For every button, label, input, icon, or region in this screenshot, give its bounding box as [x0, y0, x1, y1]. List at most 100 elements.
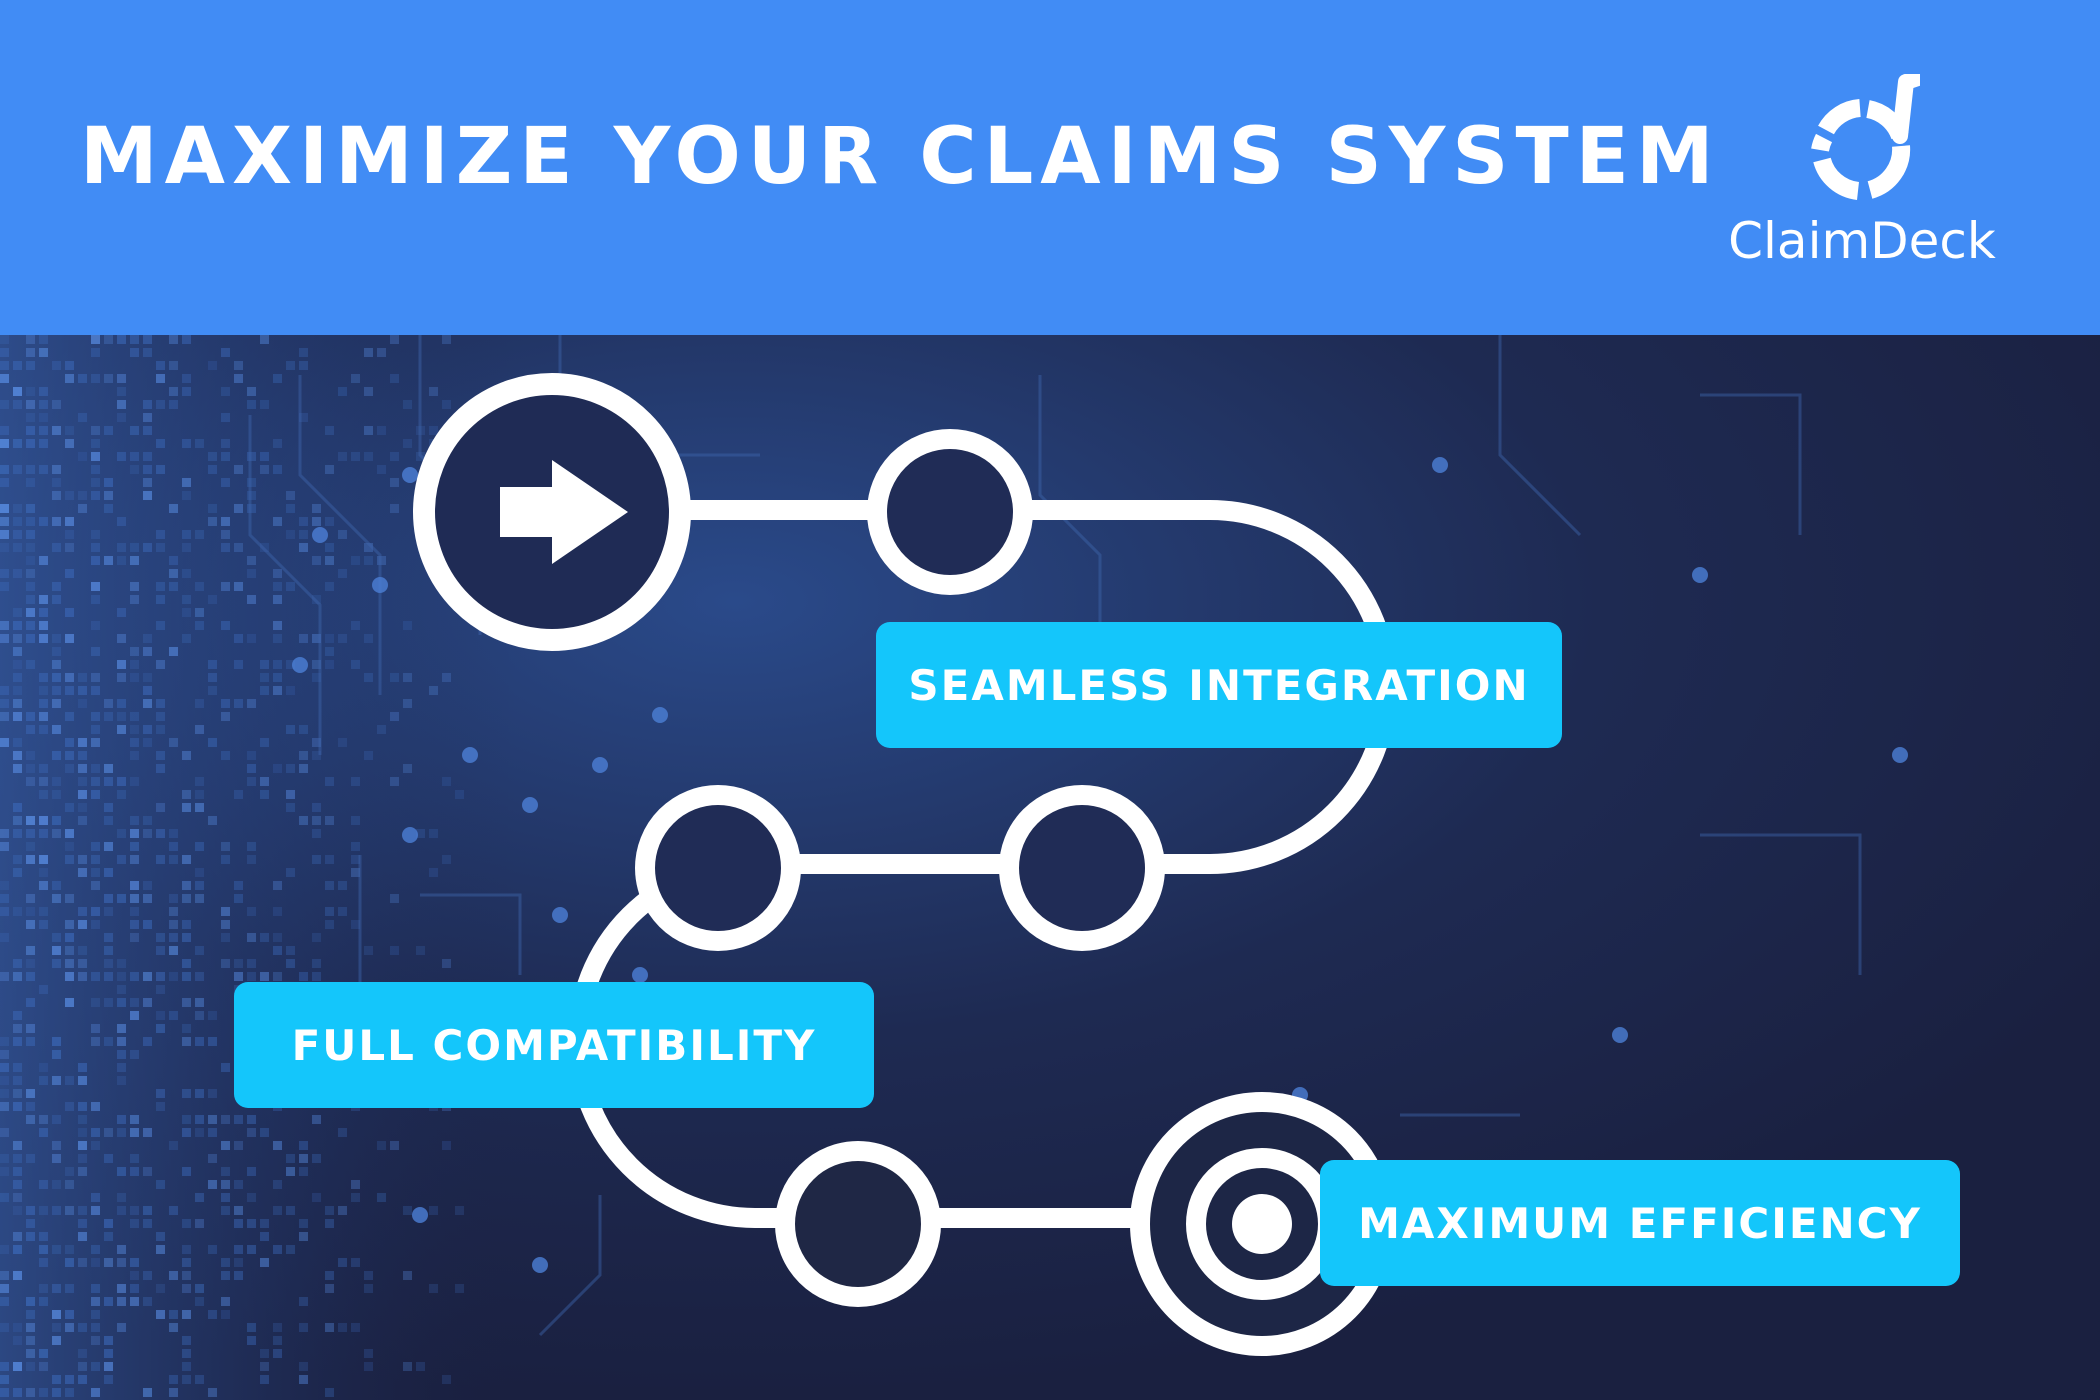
pixel-tile [403, 764, 412, 773]
pixel-tile [13, 530, 22, 539]
pixel-tile [91, 335, 100, 344]
pixel-tile [403, 673, 412, 682]
pixel-tile [104, 907, 113, 916]
pixel-tile [65, 751, 74, 760]
pixel-tile [0, 1284, 9, 1293]
pixel-tile [221, 530, 230, 539]
pixel-tile [117, 556, 126, 565]
pixel-tile [169, 855, 178, 864]
pixel-tile [208, 504, 217, 513]
pixel-tile [195, 1219, 204, 1228]
pixel-tile [65, 608, 74, 617]
pixel-tile [39, 764, 48, 773]
pixel-tile [143, 673, 152, 682]
pixel-tile [130, 725, 139, 734]
pixel-tile [91, 439, 100, 448]
pixel-tile [364, 387, 373, 396]
pixel-tile [156, 400, 165, 409]
pixel-tile [260, 738, 269, 747]
pixel-tile [234, 1245, 243, 1254]
pixel-tile [13, 387, 22, 396]
pixel-tile [13, 1102, 22, 1111]
pixel-tile [416, 829, 425, 838]
pixel-tile [130, 751, 139, 760]
pixel-tile [286, 686, 295, 695]
pixel-tile [156, 725, 165, 734]
pixel-tile [13, 1245, 22, 1254]
pixel-tile [13, 1037, 22, 1046]
pixel-tile [208, 465, 217, 474]
pixel-tile [13, 1089, 22, 1098]
pixel-tile [260, 452, 269, 461]
pixel-tile [325, 660, 334, 669]
pixel-tile [221, 387, 230, 396]
pixel-tile [65, 946, 74, 955]
pixel-tile [65, 673, 74, 682]
pixel-tile [13, 699, 22, 708]
pixel-tile [91, 1310, 100, 1319]
pixel-tile [195, 725, 204, 734]
pixel-tile [52, 751, 61, 760]
pixel-tile [143, 1128, 152, 1137]
pixel-tile [65, 439, 74, 448]
pixel-tile [351, 556, 360, 565]
pixel-tile [273, 1141, 282, 1150]
pixel-tile [364, 1349, 373, 1358]
pixel-tile [52, 725, 61, 734]
pixel-tile [234, 894, 243, 903]
pixel-tile [104, 374, 113, 383]
pixel-tile [13, 1063, 22, 1072]
pixel-tile [52, 1141, 61, 1150]
pixel-tile [260, 335, 269, 344]
pixel-tile [182, 543, 191, 552]
arrow-right-icon [500, 460, 628, 564]
pixel-tile [117, 400, 126, 409]
pixel-tile [403, 400, 412, 409]
pixel-tile [182, 1336, 191, 1345]
pixel-tile [182, 478, 191, 487]
pixel-tile [195, 868, 204, 877]
pixel-tile [130, 673, 139, 682]
pixel-tile [312, 1154, 321, 1163]
pixel-tile [299, 530, 308, 539]
pixel-tile [364, 426, 373, 435]
pixel-tile [312, 660, 321, 669]
pixel-tile [182, 803, 191, 812]
pixel-tile [455, 790, 464, 799]
pixel-tile [0, 686, 9, 695]
pixel-tile [91, 1037, 100, 1046]
pixel-tile [169, 1388, 178, 1397]
pixel-tile [182, 387, 191, 396]
pixel-tile [156, 465, 165, 474]
pixel-tile [65, 1102, 74, 1111]
pixel-tile [39, 1245, 48, 1254]
pixel-tile [325, 881, 334, 890]
pixel-tile [377, 426, 386, 435]
pixel-tile [117, 1037, 126, 1046]
pixel-tile [299, 725, 308, 734]
pixel-tile [52, 517, 61, 526]
pixel-tile [182, 530, 191, 539]
pixel-tile [273, 907, 282, 916]
pixel-tile [351, 842, 360, 851]
pixel-tile [52, 1115, 61, 1124]
pixel-tile [221, 1167, 230, 1176]
pixel-tile [442, 1141, 451, 1150]
pixel-tile [390, 673, 399, 682]
pixel-tile [273, 946, 282, 955]
pixel-tile [156, 1011, 165, 1020]
pixel-tile [117, 699, 126, 708]
pixel-tile [13, 829, 22, 838]
pixel-tile [117, 829, 126, 838]
pixel-tile [13, 621, 22, 630]
pixel-tile [65, 920, 74, 929]
pixel-tile [338, 634, 347, 643]
pixel-tile [312, 1115, 321, 1124]
pixel-tile [26, 842, 35, 851]
pixel-tile [169, 569, 178, 578]
pixel-tile [247, 634, 256, 643]
pixel-tile [156, 1232, 165, 1241]
pixel-tile [0, 881, 9, 890]
pixel-tile [234, 881, 243, 890]
